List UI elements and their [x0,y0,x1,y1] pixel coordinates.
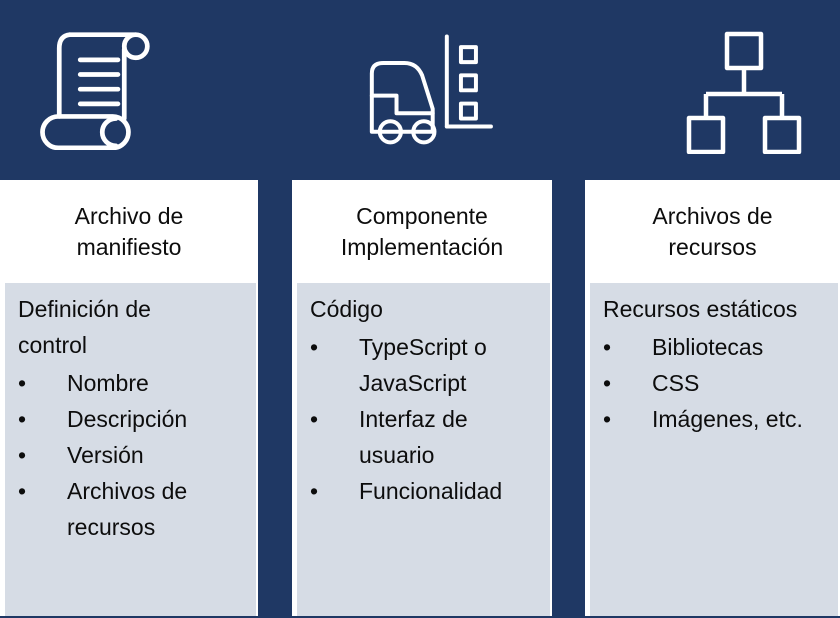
column-implementation-list: • TypeScript o JavaScript • Interfaz de us… [310,329,546,509]
bottom-border [0,616,840,618]
column-resources-list: • Bibliotecas • CSS • Imágenes, etc. [603,329,834,437]
column-implementation-body: Código • TypeScript o JavaScript • Interfa… [292,283,552,616]
top-banner [0,0,840,180]
column-manifest-lead: Definición de control [18,296,151,358]
bullet-icon: • [18,406,27,432]
list-item: • Descripción [18,401,252,437]
bullet-icon: • [18,370,27,396]
bullet-icon: • [18,478,27,504]
list-item: • Funcionalidad [310,473,546,509]
list-item-text: Descripción [67,406,188,432]
column-resources-header: Archivos de recursos [585,180,840,283]
list-item-text: Nombre [67,370,149,396]
list-item: • Bibliotecas [603,329,834,365]
column-manifest: Archivo de manifiesto Definición de cont… [0,180,258,616]
list-item-text: Bibliotecas [652,334,764,360]
scroll-icon [32,20,162,150]
column-manifest-body: Definición de control • Nombre • Descripci… [0,283,258,616]
column-implementation-header: Componente Implementación [292,180,552,283]
bullet-icon: • [310,406,319,432]
list-item: • Imágenes, etc. [603,401,834,437]
bullet-icon: • [18,442,27,468]
column-divider [552,0,585,616]
column-resources-title: Archivos de recursos [652,202,773,260]
column-resources-body: Recursos estáticos • Bibliotecas • CSS • Im… [585,283,840,616]
list-item-text: TypeScript o JavaScript [359,334,487,396]
list-item: • Versión [18,437,252,473]
list-item: • CSS [603,365,834,401]
bullet-icon: • [603,334,612,360]
column-manifest-title: Archivo de manifiesto [74,202,184,260]
column-resources: Archivos de recursos Recursos estáticos … [585,180,840,616]
column-resources-lead: Recursos estáticos [603,296,798,322]
forklift-icon [348,22,498,156]
column-divider [258,0,292,616]
list-item: • TypeScript o JavaScript [310,329,546,401]
list-item: • Interfaz de usuario [310,401,546,473]
bullet-icon: • [603,406,612,432]
bullet-icon: • [310,478,319,504]
list-item-text: Versión [67,442,144,468]
column-implementation: Componente Implementación Código • TypeSc… [292,180,552,616]
column-implementation-title: Componente Implementación [340,202,504,260]
list-item-text: Interfaz de usuario [359,406,468,468]
list-item-text: CSS [652,370,700,396]
list-item: • Archivos de recursos [18,473,252,545]
bullet-icon: • [603,370,612,396]
column-implementation-lead: Código [310,296,383,322]
column-manifest-list: • Nombre • Descripción • Versión • Archivos … [18,365,252,545]
list-item-text: Imágenes, etc. [652,406,803,432]
column-manifest-header: Archivo de manifiesto [0,180,258,283]
list-item-text: Archivos de recursos [67,478,188,540]
list-item: • Nombre [18,365,252,401]
bullet-icon: • [310,334,319,360]
list-item-text: Funcionalidad [359,478,503,504]
org-chart-icon [684,28,804,154]
